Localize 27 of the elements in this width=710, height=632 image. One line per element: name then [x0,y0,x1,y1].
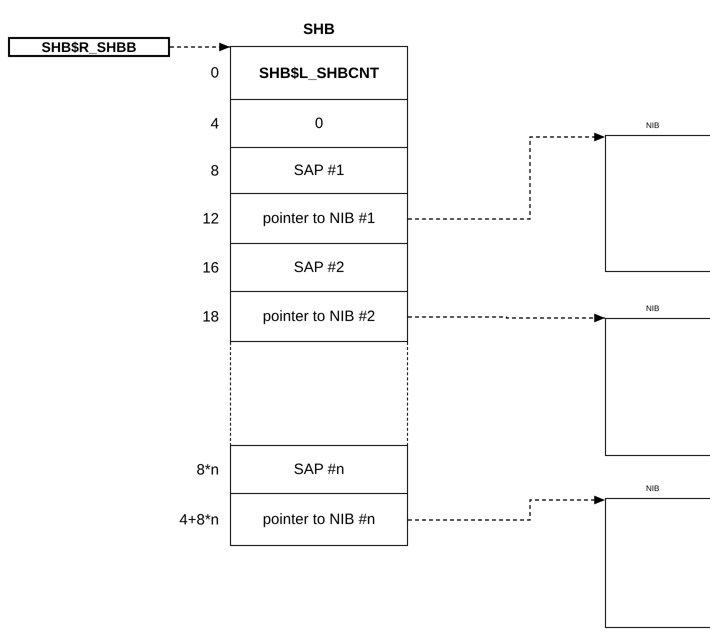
offset-label: 18 [202,308,219,325]
block-title: NIB [646,304,660,313]
field-text: SHB$L_SHBCNT [258,64,379,82]
block-title: NIB [646,484,660,493]
arrow [408,132,605,220]
table-title: SHB [302,21,336,38]
field-text: pointer to NIB #n [262,511,376,528]
offset-label: 4+8*n [179,511,219,528]
field-text: pointer to NIB #2 [262,308,376,325]
pointer-box [8,37,170,57]
offset-label: 0 [210,64,219,82]
offset-label: 12 [202,210,219,227]
arrow [170,42,230,52]
field-text: pointer to NIB #1 [262,210,376,227]
field-text: SAP #1 [294,162,344,179]
offset-label: 16 [202,259,219,276]
pointer-name: SHB$R_SHBB [42,39,136,55]
field-text: SAP #n [294,461,344,478]
offset-label: 4 [210,115,219,132]
gap-row [230,342,408,446]
field-text: SAP #2 [294,259,344,276]
block-title: NIB [646,121,660,130]
arrow [408,496,605,521]
field-text: 0 [314,115,324,132]
arrow [408,314,605,322]
offset-label: 8 [210,162,219,179]
offset-label: 8*n [196,461,219,478]
